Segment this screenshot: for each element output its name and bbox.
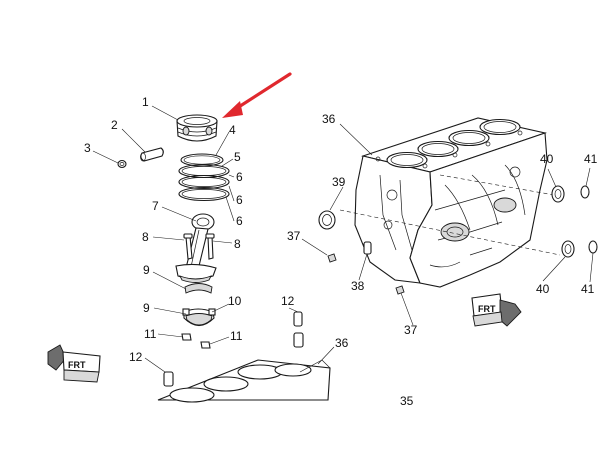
crankshaft-rear-seal bbox=[318, 210, 336, 230]
connecting-rod-nuts bbox=[181, 333, 211, 349]
front-marker-text-left: FRT bbox=[68, 360, 86, 370]
callout-6a: 6 bbox=[236, 170, 243, 184]
o-ring-41-upper bbox=[580, 185, 590, 199]
callout-37a: 37 bbox=[287, 229, 301, 243]
piston-pin-retainer bbox=[117, 159, 127, 169]
highlight-arrow bbox=[222, 72, 292, 118]
o-ring-41-lower bbox=[588, 240, 598, 254]
connecting-rod-cap bbox=[182, 308, 216, 327]
callout-7: 7 bbox=[152, 199, 159, 213]
callout-35: 35 bbox=[400, 394, 414, 408]
callout-11a: 11 bbox=[144, 327, 157, 341]
block-dowel-38 bbox=[363, 241, 372, 255]
callout-3: 3 bbox=[84, 141, 91, 155]
front-direction-marker-right: FRT bbox=[471, 293, 522, 327]
callout-9b: 9 bbox=[143, 301, 150, 315]
callout-2: 2 bbox=[111, 118, 118, 132]
connecting-rod-bearing-upper bbox=[184, 283, 213, 294]
front-direction-marker-left: FRT bbox=[47, 344, 101, 383]
piston bbox=[176, 114, 218, 142]
callout-6b: 6 bbox=[236, 193, 243, 207]
callout-37b: 37 bbox=[404, 323, 418, 337]
seal-40-lower bbox=[561, 240, 575, 258]
callout-39: 39 bbox=[332, 175, 346, 189]
block-plug-37-left bbox=[327, 253, 337, 263]
callout-40a: 40 bbox=[540, 152, 554, 166]
callout-8a: 8 bbox=[142, 230, 149, 244]
callout-1: 1 bbox=[142, 95, 149, 109]
callout-11b: 11 bbox=[230, 329, 243, 343]
dowel-pin-12-right bbox=[293, 311, 303, 327]
callout-12b: 12 bbox=[281, 294, 295, 308]
piston-rings bbox=[178, 153, 230, 202]
piston-pin bbox=[140, 147, 164, 162]
front-marker-text-right: FRT bbox=[478, 304, 496, 314]
callout-8b: 8 bbox=[234, 237, 241, 251]
callout-41a: 41 bbox=[584, 152, 598, 166]
callout-10: 10 bbox=[228, 294, 242, 308]
callout-41b: 41 bbox=[581, 282, 595, 296]
callout-4: 4 bbox=[229, 123, 236, 137]
seal-40-upper bbox=[551, 185, 565, 203]
callout-40b: 40 bbox=[536, 282, 550, 296]
connecting-rod-bolts bbox=[183, 233, 215, 260]
callout-38: 38 bbox=[351, 279, 365, 293]
callout-5: 5 bbox=[234, 150, 241, 164]
callout-36a: 36 bbox=[322, 112, 336, 126]
leader-lines bbox=[92, 105, 594, 373]
block-plug-37-lower bbox=[395, 285, 405, 295]
callout-6c: 6 bbox=[236, 214, 243, 228]
callout-labels: 1 2 3 4 5 6 6 6 7 8 8 9 9 10 11 11 12 12… bbox=[84, 95, 598, 408]
cylinder-block-main bbox=[354, 117, 548, 288]
callout-9a: 9 bbox=[143, 263, 150, 277]
callout-12a: 12 bbox=[129, 350, 143, 364]
cylinder-block-lower-partial bbox=[157, 332, 331, 403]
callout-36b: 36 bbox=[335, 336, 349, 350]
